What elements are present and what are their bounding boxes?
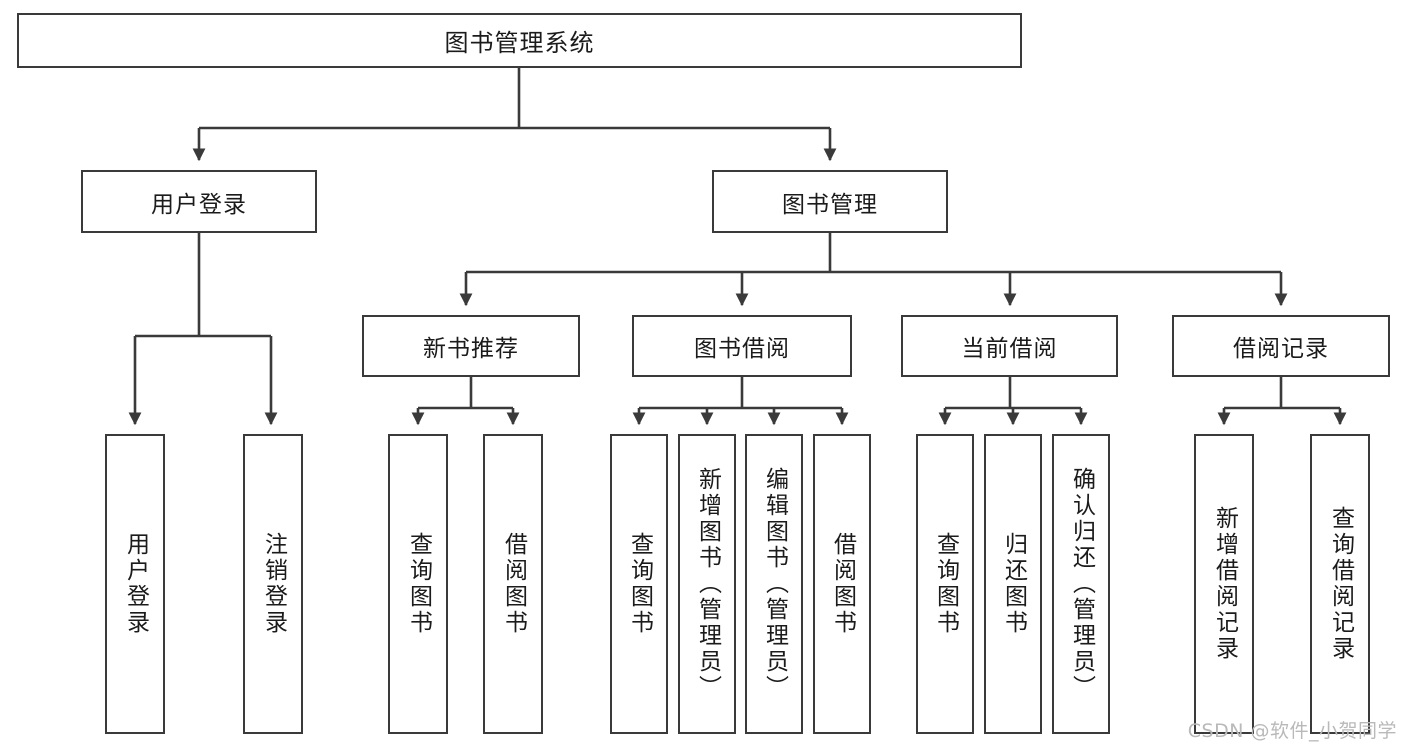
node-user-login-label: 用户登录 [151, 191, 247, 218]
csdn-watermark: CSDN @软件_小贺同学 [1187, 720, 1397, 742]
leaf-edit-book-label: 编辑图书（管理员） [761, 467, 788, 701]
node-current-borrow-label: 当前借阅 [961, 336, 1058, 362]
leaf-query-book-borrow-label: 查询图书 [626, 532, 653, 636]
leaf-return-book-label: 归还图书 [1000, 532, 1027, 636]
leaf-borrow-book[interactable]: 借阅图书 [813, 434, 871, 734]
node-book-borrow-label: 图书借阅 [694, 336, 790, 362]
leaf-query-book-current[interactable]: 查询图书 [916, 434, 974, 734]
leaf-user-login[interactable]: 用户登录 [105, 434, 165, 734]
node-book-borrow[interactable]: 图书借阅 [632, 315, 852, 377]
node-book-management-label: 图书管理 [782, 191, 878, 218]
leaf-query-book-recommend[interactable]: 查询图书 [388, 434, 448, 734]
leaf-query-book-current-label: 查询图书 [932, 532, 959, 636]
leaf-borrow-book-recommend[interactable]: 借阅图书 [483, 434, 543, 734]
node-book-management[interactable]: 图书管理 [712, 170, 948, 233]
node-borrow-record[interactable]: 借阅记录 [1172, 315, 1390, 377]
node-current-borrow[interactable]: 当前借阅 [901, 315, 1118, 377]
leaf-query-book-recommend-label: 查询图书 [405, 532, 432, 636]
leaf-return-book[interactable]: 归还图书 [984, 434, 1042, 734]
leaf-edit-book[interactable]: 编辑图书（管理员） [745, 434, 803, 734]
node-root-system[interactable]: 图书管理系统 [17, 13, 1022, 68]
leaf-confirm-return-label: 确认归还（管理员） [1068, 467, 1095, 701]
leaf-add-book-label: 新增图书（管理员） [694, 467, 721, 701]
leaf-logout-label: 注销登录 [260, 532, 287, 636]
leaf-query-borrow-record[interactable]: 查询借阅记录 [1310, 434, 1370, 734]
node-root-label: 图书管理系统 [444, 29, 595, 57]
node-new-book-recommend[interactable]: 新书推荐 [362, 315, 580, 377]
leaf-query-borrow-record-label: 查询借阅记录 [1327, 506, 1354, 662]
leaf-add-book[interactable]: 新增图书（管理员） [678, 434, 736, 734]
node-user-login[interactable]: 用户登录 [81, 170, 317, 233]
leaf-add-borrow-record-label: 新增借阅记录 [1211, 506, 1238, 662]
node-new-book-recommend-label: 新书推荐 [423, 336, 519, 362]
leaf-add-borrow-record[interactable]: 新增借阅记录 [1194, 434, 1254, 734]
leaf-logout[interactable]: 注销登录 [243, 434, 303, 734]
leaf-user-login-label: 用户登录 [122, 532, 149, 636]
leaf-borrow-book-label: 借阅图书 [829, 532, 856, 636]
leaf-confirm-return[interactable]: 确认归还（管理员） [1052, 434, 1110, 734]
node-borrow-record-label: 借阅记录 [1233, 336, 1329, 362]
leaf-query-book-borrow[interactable]: 查询图书 [610, 434, 668, 734]
leaf-borrow-book-recommend-label: 借阅图书 [500, 532, 527, 636]
